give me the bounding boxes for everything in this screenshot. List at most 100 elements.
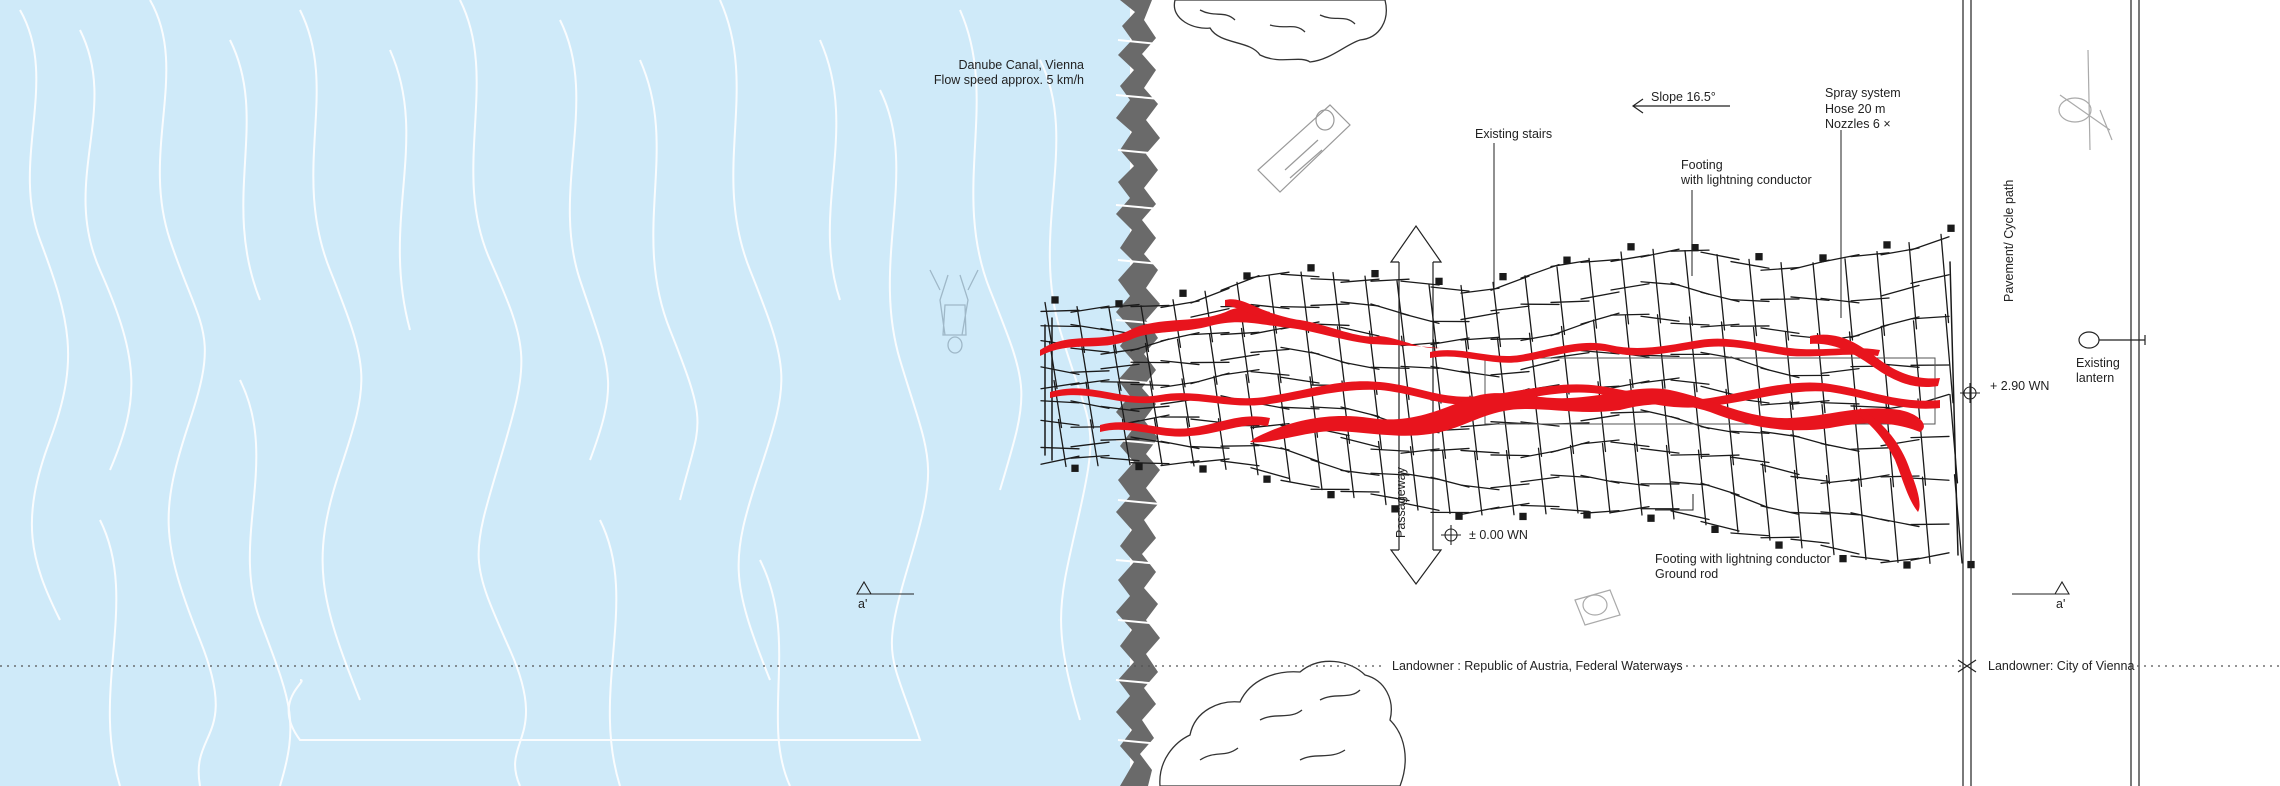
scaffold-tube: [1100, 438, 1140, 441]
scaffold-tube: [1652, 248, 1662, 324]
scaffold-tube: [1730, 298, 1770, 303]
scaffold-tube: [1844, 258, 1854, 341]
scaffold-tube: [1310, 303, 1350, 307]
scaffold-coupler: [1135, 462, 1143, 471]
scaffold-tube: [1190, 458, 1230, 464]
scaffold-tube: [1313, 428, 1323, 491]
scaffold-tube: [1304, 323, 1314, 386]
scaffold-coupler: [1071, 464, 1079, 472]
scaffold-tube: [1520, 504, 1560, 508]
scaffold-tube: [1190, 307, 1230, 318]
scaffold-tube: [1340, 469, 1380, 476]
scaffold-tube: [1490, 337, 1530, 340]
scaffold-tube: [1496, 337, 1506, 404]
scaffold-tube: [1040, 325, 1080, 328]
scaffold-tube: [1117, 381, 1127, 429]
landowner-left-label: Landowner : Republic of Austria, Federal…: [1392, 659, 1683, 673]
scaffold-tube: [1250, 370, 1290, 376]
level-marker-zero: [1441, 525, 1461, 545]
scaffold-tube: [1592, 319, 1602, 391]
scaffold-tube: [1340, 326, 1380, 337]
scaffold-tube: [1560, 325, 1570, 395]
scaffold-tube: [1373, 385, 1383, 451]
scaffold-tube: [1370, 448, 1410, 452]
spray-system-label: Spray system: [1825, 86, 1901, 100]
slope-arrow: [1631, 98, 1730, 114]
scaffold-tube: [1160, 359, 1200, 366]
scaffold-tube: [1473, 450, 1483, 516]
scaffold-tube: [1565, 385, 1575, 455]
scaffold-tube: [1332, 271, 1342, 336]
scaffold-tube: [1640, 377, 1680, 384]
scaffold-tube: [1400, 501, 1440, 512]
scaffold-tube: [1790, 296, 1830, 302]
scaffold-tube: [1428, 284, 1438, 349]
footing-conductor-label: with lightning conductor: [1680, 173, 1812, 187]
scaffold-tube: [1190, 287, 1230, 304]
scaffold-tube: [1220, 368, 1260, 376]
scaffold-tube: [1130, 414, 1170, 424]
scaffold-tube: [1460, 312, 1500, 321]
level-upper-label: + 2.90 WN: [1990, 379, 2049, 393]
scaffold-tube: [1040, 309, 1080, 313]
scaffold-tube: [1880, 363, 1920, 368]
scaffold-coupler: [1583, 511, 1591, 519]
scaffold-coupler: [1711, 525, 1719, 533]
scaffold-tube: [1185, 417, 1195, 467]
scaffold-tube: [1130, 462, 1170, 465]
cyclist-figure: [2058, 49, 2113, 151]
scaffold-tube: [1310, 406, 1350, 410]
scaffold-tube: [1889, 478, 1899, 564]
scaffold-tube: [1910, 523, 1950, 526]
scaffold-tube: [1670, 379, 1710, 385]
scaffold-tube: [1748, 258, 1758, 337]
scaffold-tube: [1670, 510, 1710, 521]
scaffold-tube: [1760, 266, 1800, 271]
scaffold-coupler: [1755, 253, 1763, 261]
water-current-lines: [19, 0, 1092, 786]
scaffold-tube: [1160, 440, 1200, 450]
scaffold-tube: [1400, 280, 1440, 286]
scaffold-tube: [1944, 313, 1954, 404]
scaffold-tube: [1490, 370, 1530, 376]
scaffold-coupler: [1647, 514, 1655, 522]
scaffold-tube: [1550, 352, 1590, 359]
canal-name-label: Danube Canal, Vienna: [958, 58, 1084, 72]
scaffold-tube: [1432, 339, 1442, 404]
scaffold-tube: [1580, 350, 1620, 355]
scaffold-tube: [1693, 383, 1703, 459]
scaffold-tube: [1370, 278, 1410, 282]
scaffold-tube: [1370, 366, 1410, 370]
tree-canopy-bottom: [1159, 660, 1406, 786]
scaffold-tube: [1850, 405, 1890, 409]
leader-lines: [1493, 130, 1842, 511]
scaffold-coupler: [1563, 256, 1571, 264]
red-ribbons: [1040, 299, 1940, 512]
scaffold-tube: [1460, 284, 1470, 350]
scaffold-tube: [1550, 474, 1590, 479]
scaffold-tube: [1310, 278, 1350, 281]
scaffold-tube: [1850, 297, 1890, 302]
scaffold-tube: [1684, 249, 1694, 326]
scaffold-tube: [1550, 507, 1590, 513]
scaffold-coupler: [1179, 289, 1187, 297]
lantern-icon: [2078, 331, 2146, 349]
landowner-right-label: Landowner: City of Vienna: [1988, 659, 2134, 673]
scaffold-tube: [1850, 447, 1890, 450]
seated-figure: [1574, 589, 1621, 626]
scaffold-tube: [1760, 327, 1800, 334]
scaffold-tube: [1070, 347, 1110, 353]
lantern-label-line2: lantern: [2076, 371, 2114, 385]
scaffold-tube: [1790, 399, 1830, 405]
scaffold-tube: [1240, 327, 1250, 384]
scaffold-tube: [1880, 557, 1920, 564]
footing-label: Footing: [1681, 158, 1723, 172]
section-label-right: a': [2056, 597, 2065, 611]
scaffold-tube: [1250, 303, 1290, 310]
scaffold-tube: [1089, 419, 1099, 467]
scaffold-tube: [1208, 333, 1218, 385]
scaffold-tube: [1520, 476, 1560, 483]
scaffold-tube: [1070, 379, 1110, 386]
scaffold-tube: [1921, 476, 1931, 565]
